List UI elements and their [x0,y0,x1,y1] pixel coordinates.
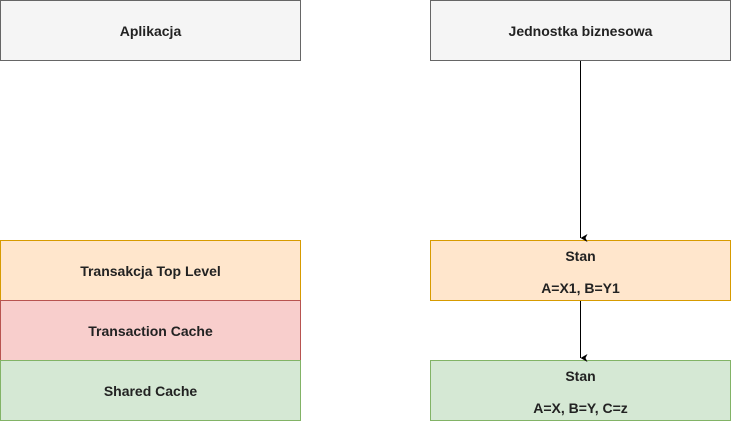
application-box: Aplikacja [0,0,301,61]
state-1-values: A=X1, B=Y1 [541,280,620,296]
transaction-cache-label: Transaction Cache [88,322,213,339]
shared-cache-label: Shared Cache [103,382,198,399]
state-2-title: Stan [565,368,596,384]
top-level-transaction-box: Transakcja Top Level [0,240,301,301]
application-label: Aplikacja [119,22,182,39]
business-unit-box: Jednostka biznesowa [430,0,731,61]
shared-cache-box: Shared Cache [0,360,301,421]
state-2-values: A=X, B=Y, C=z [533,400,628,416]
state-1-title: Stan [565,248,596,264]
top-level-transaction-label: Transakcja Top Level [80,262,221,279]
business-unit-label: Jednostka biznesowa [508,22,653,39]
state-box-1: Stan A=X1, B=Y1 [430,240,731,301]
